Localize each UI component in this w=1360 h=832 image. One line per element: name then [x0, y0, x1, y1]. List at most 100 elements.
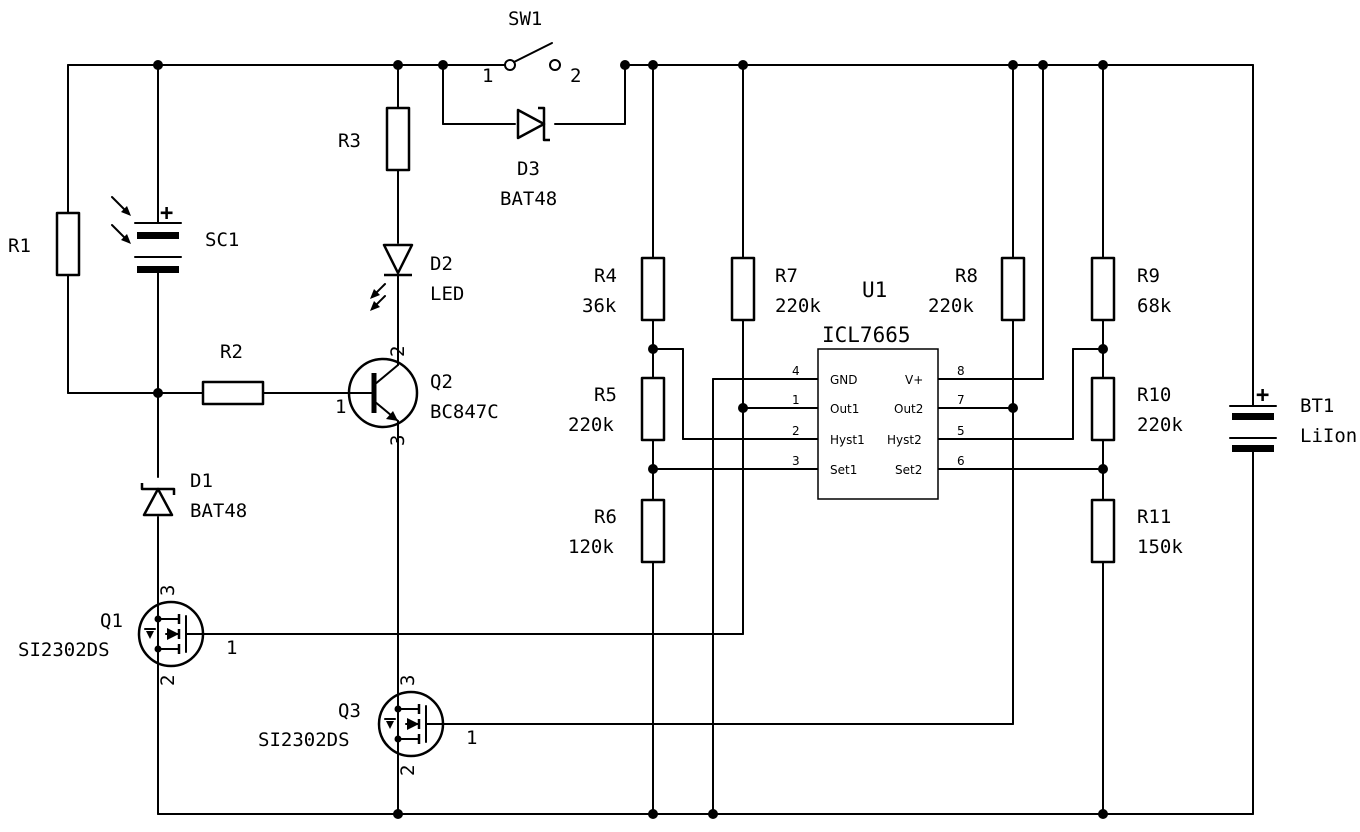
- junction: [153, 60, 163, 70]
- q2-pin-collector: 2: [387, 346, 409, 357]
- junction: [1098, 344, 1108, 354]
- junction: [393, 60, 403, 70]
- r1-ref: R1: [8, 235, 31, 257]
- d3-ref: D3: [517, 158, 540, 180]
- resistor-r1[interactable]: R1: [8, 211, 81, 277]
- resistor-r9[interactable]: R9 68k: [1090, 256, 1172, 322]
- junction: [1098, 60, 1108, 70]
- sw1-ref: SW1: [508, 8, 542, 30]
- q3-pin-drain: 3: [397, 675, 419, 686]
- d3-value: BAT48: [500, 188, 557, 210]
- resistor-r10[interactable]: R10 220k: [1090, 376, 1183, 442]
- r7-value: 220k: [775, 295, 821, 317]
- r11-value: 150k: [1137, 536, 1183, 558]
- sc1-plus: +: [160, 201, 173, 226]
- q3-ref: Q3: [338, 700, 361, 722]
- battery-bt1[interactable]: + BT1 LiIon: [1229, 383, 1357, 452]
- junction: [738, 60, 748, 70]
- u1-pin-set1-num: 3: [792, 454, 800, 468]
- sw1-pin1: 1: [482, 65, 493, 87]
- d2-value: LED: [430, 283, 464, 305]
- r8-ref: R8: [955, 265, 978, 287]
- resistor-r7[interactable]: R7 220k: [730, 256, 821, 322]
- q1-pin-gate: 1: [226, 637, 237, 659]
- bt1-value: LiIon: [1300, 425, 1357, 447]
- resistor-r8[interactable]: R8 220k: [928, 256, 1026, 322]
- u1-pin-vplus-name: V+: [905, 373, 923, 387]
- junction: [1008, 60, 1018, 70]
- r7-ref: R7: [775, 265, 798, 287]
- r3-ref: R3: [338, 130, 361, 152]
- junction: [648, 464, 658, 474]
- junction: [1098, 809, 1108, 819]
- q2-ref: Q2: [430, 371, 453, 393]
- resistor-r6[interactable]: R6 120k: [568, 498, 666, 564]
- q2-pin-emitter: 3: [387, 435, 409, 446]
- r8-value: 220k: [928, 295, 974, 317]
- junction: [648, 809, 658, 819]
- resistor-r5[interactable]: R5 220k: [568, 376, 666, 442]
- switch-sw1[interactable]: SW1 1 2: [482, 8, 581, 87]
- wires: [67, 64, 1254, 815]
- sc1-ref: SC1: [205, 229, 239, 251]
- u1-value: ICL7665: [822, 323, 911, 347]
- q3-value: SI2302DS: [258, 729, 350, 751]
- d2-ref: D2: [430, 253, 453, 275]
- q3-pin-gate: 1: [466, 727, 477, 749]
- u1-pin-hyst1-name: Hyst1: [830, 433, 865, 447]
- r10-value: 220k: [1137, 414, 1183, 436]
- led-d2[interactable]: D2 LED: [370, 243, 464, 311]
- r9-ref: R9: [1137, 265, 1160, 287]
- solar-cell-sc1[interactable]: + SC1: [111, 196, 239, 273]
- junction: [708, 809, 718, 819]
- u1-pin-out2-name: Out2: [894, 402, 923, 416]
- junction: [738, 403, 748, 413]
- u1-pin-hyst2-name: Hyst2: [887, 433, 922, 447]
- junction: [393, 809, 403, 819]
- u1-pin-set2-name: Set2: [895, 463, 922, 477]
- u1-pin-hyst2-num: 5: [957, 424, 965, 438]
- junction: [438, 60, 448, 70]
- bt1-plus: +: [1256, 383, 1269, 408]
- resistor-r4[interactable]: R4 36k: [582, 256, 666, 322]
- schottky-diode-d3[interactable]: D3 BAT48: [500, 106, 557, 210]
- u1-pin-set1-name: Set1: [830, 463, 857, 477]
- ic-u1[interactable]: U1 ICL7665 GND 4 Out1 1 Hyst1 2 Set1 3 V…: [792, 278, 965, 500]
- u1-pin-hyst1-num: 2: [792, 424, 800, 438]
- resistor-r11[interactable]: R11 150k: [1090, 498, 1183, 564]
- d1-ref: D1: [190, 470, 213, 492]
- r4-ref: R4: [594, 265, 617, 287]
- q3-pin-source: 2: [397, 765, 419, 776]
- bt1-ref: BT1: [1300, 395, 1334, 417]
- q1-value: SI2302DS: [18, 639, 110, 661]
- r4-value: 36k: [582, 295, 617, 317]
- schottky-diode-d1[interactable]: D1 BAT48: [140, 470, 247, 522]
- q1-pin-source: 2: [157, 675, 179, 686]
- junction: [1098, 464, 1108, 474]
- junction: [620, 60, 630, 70]
- r11-ref: R11: [1137, 506, 1171, 528]
- r5-ref: R5: [594, 384, 617, 406]
- u1-pin-vplus-num: 8: [957, 364, 965, 378]
- r5-value: 220k: [568, 414, 614, 436]
- r9-value: 68k: [1137, 295, 1172, 317]
- r6-ref: R6: [594, 506, 617, 528]
- npn-transistor-q2[interactable]: Q2 BC847C 1 2 3: [335, 346, 499, 446]
- junction: [648, 344, 658, 354]
- junction: [648, 60, 658, 70]
- u1-pin-gnd-name: GND: [830, 373, 858, 387]
- q2-value: BC847C: [430, 401, 499, 423]
- r6-value: 120k: [568, 536, 614, 558]
- resistor-r3[interactable]: R3: [338, 106, 411, 172]
- d1-value: BAT48: [190, 500, 247, 522]
- mosfet-q1[interactable]: Q1 SI2302DS 1 3 2: [18, 585, 237, 686]
- u1-pin-out1-num: 1: [792, 393, 800, 407]
- u1-pin-gnd-num: 4: [792, 364, 800, 378]
- resistor-r2[interactable]: R2: [201, 341, 265, 406]
- mosfet-q3[interactable]: Q3 SI2302DS 1 3 2: [258, 675, 477, 776]
- junction: [1008, 403, 1018, 413]
- u1-ref: U1: [862, 278, 887, 302]
- junction: [1038, 60, 1048, 70]
- sw1-pin2: 2: [570, 65, 581, 87]
